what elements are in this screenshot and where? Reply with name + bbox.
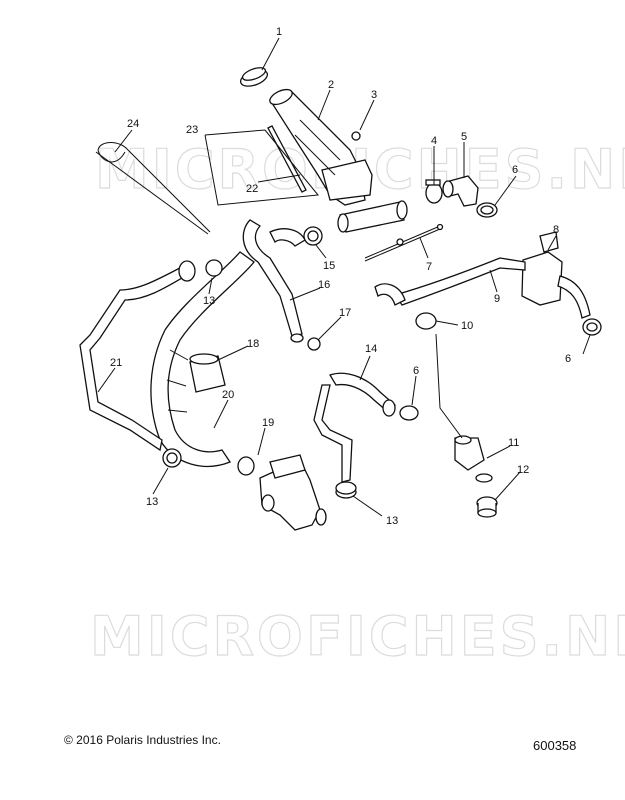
- part-clamp-13a: [205, 259, 223, 277]
- part-coupler-18: [189, 353, 226, 393]
- callout: 23: [186, 124, 198, 136]
- callout: 21: [110, 357, 122, 369]
- callout: 8: [553, 224, 559, 236]
- part-fitting-11: [454, 435, 493, 483]
- watermark-bottom: MICROFICHES.NET: [90, 605, 625, 668]
- part-breather: [364, 223, 444, 262]
- callout: 14: [365, 343, 377, 355]
- callout: 12: [517, 464, 529, 476]
- callout: 9: [494, 293, 500, 305]
- part-hose-14: [313, 372, 396, 483]
- callout: 16: [318, 279, 330, 291]
- part-elbow-5: [442, 175, 479, 207]
- callout: 3: [371, 89, 377, 101]
- part-clamp-19: [237, 456, 255, 476]
- part-filler-neck: [269, 88, 373, 206]
- callout: 18: [247, 338, 259, 350]
- callout: 13: [146, 496, 158, 508]
- part-screw: [351, 131, 361, 141]
- part-cap: [239, 67, 269, 87]
- callout: 6: [565, 353, 571, 365]
- part-hose-21: [79, 260, 196, 452]
- part-strap: [95, 142, 211, 235]
- callout: 10: [461, 320, 473, 332]
- callout: 19: [262, 417, 274, 429]
- callout: 13: [386, 515, 398, 527]
- callout: 11: [508, 437, 519, 449]
- part-hose-9: [374, 257, 591, 319]
- callout: 4: [431, 135, 437, 147]
- part-hose-20: [150, 251, 255, 468]
- callout: 17: [339, 307, 351, 319]
- callout: 22: [246, 183, 258, 195]
- part-hose-16: [242, 219, 306, 343]
- callout: 1: [276, 26, 282, 38]
- leader-lines: [97, 37, 591, 517]
- part-cap-17: [307, 337, 321, 351]
- callout: 6: [413, 365, 419, 377]
- part-clamp-6b: [582, 318, 602, 336]
- part-clamp-6a: [476, 202, 498, 218]
- callout-numbers: 1 2 3 4 5 6 24 23 22 7 8 9 15 16 17 13 6…: [110, 26, 571, 527]
- part-clamp-13c: [335, 481, 357, 499]
- callout: 5: [461, 131, 467, 143]
- part-clamp-15: [303, 226, 323, 246]
- callout: 20: [222, 389, 234, 401]
- callout: 7: [426, 261, 432, 273]
- callout: 15: [323, 260, 335, 272]
- part-clamp-4: [425, 179, 443, 204]
- part-reservoir: [521, 231, 563, 306]
- part-tee: [337, 200, 408, 233]
- part-plug-12: [476, 496, 498, 518]
- part-clamp-10: [415, 312, 437, 330]
- part-clamp-6c: [399, 405, 419, 421]
- callout: 24: [127, 118, 139, 130]
- callout: 2: [328, 79, 334, 91]
- part-pump: [259, 454, 327, 531]
- callout: 13: [203, 295, 215, 307]
- part-clamp-13b: [162, 448, 182, 468]
- diagram-number: 600358: [533, 738, 577, 753]
- callout: 6: [512, 164, 518, 176]
- copyright-text: © 2016 Polaris Industries Inc.: [64, 733, 221, 747]
